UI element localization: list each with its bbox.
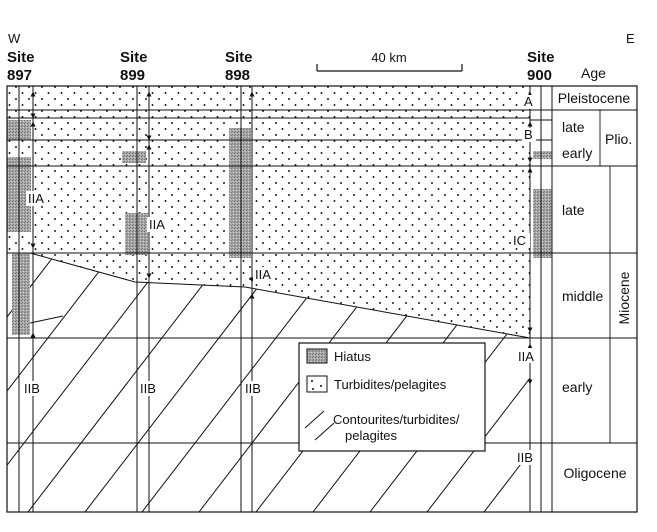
age-miocene-late: late (562, 202, 585, 218)
unit-IIA-site-899: IIA (149, 217, 165, 232)
legend-turbidites-swatch (306, 375, 328, 393)
east-label: E (626, 31, 635, 46)
west-label: W (8, 31, 21, 46)
site-899-number: 899 (120, 67, 145, 84)
hatch-line (141, 253, 383, 512)
hatch-line (369, 253, 530, 512)
unit-B-site-900: B (524, 127, 533, 142)
legend-contourites-swatch (304, 410, 335, 441)
scale-bar-label: 40 km (371, 50, 406, 65)
turbidites-pelagites-body (7, 86, 530, 338)
site-898-title: Site (225, 49, 253, 66)
unit-IIA-site-897: IIA (28, 191, 44, 206)
site-898-number: 898 (225, 67, 250, 84)
site-897-title: Site (7, 49, 35, 66)
age-pleistocene: Pleistocene (558, 90, 631, 106)
legend-box (298, 342, 486, 452)
unit-labels: IIA IIA IIA IIA IIB IIB IIB IIB A B IC (22, 94, 539, 465)
age-miocene-middle: middle (562, 288, 603, 304)
age-pliocene: Plio. (605, 131, 632, 147)
site-899-title: Site (120, 49, 148, 66)
unit-IIA-site-898: IIA (255, 267, 271, 282)
age-miocene-early: early (562, 379, 592, 395)
unit-IIB-site-900: IIB (517, 450, 533, 465)
unit-IC-site-900: IC (513, 233, 526, 248)
hatch-line (426, 253, 530, 512)
legend-hiatus-label: Hiatus (334, 349, 371, 364)
age-column: Pleistocene late early Plio. late middle… (558, 90, 632, 481)
hatch-line (7, 253, 212, 512)
age-oligocene: Oligocene (563, 465, 626, 481)
legend: Hiatus Turbidites/pelagites Contourites/… (298, 342, 486, 452)
site-897-secondary-line (29, 315, 64, 324)
facies-boundary (29, 252, 531, 339)
unit-IIA-site-900: IIA (518, 349, 534, 364)
unit-IIB-site-898: IIB (245, 381, 261, 396)
unit-IIB-site-897: IIB (24, 381, 40, 396)
legend-hiatus-swatch (306, 348, 328, 364)
age-column-header: Age (581, 65, 606, 81)
unit-IIB-site-899: IIB (140, 381, 156, 396)
hatch-line (27, 253, 269, 512)
site-897-number: 897 (7, 67, 32, 84)
site-900-number: 900 (527, 67, 552, 84)
scale-bar: 40 km (316, 50, 463, 72)
age-miocene: Miocene (616, 271, 632, 324)
site-900-title: Site (527, 49, 555, 66)
unit-A-site-900: A (524, 94, 533, 109)
age-pliocene-late: late (562, 119, 585, 135)
legend-contourites-label-1: Contourites/turbidites/ (333, 412, 460, 427)
age-pliocene-early: early (562, 145, 592, 161)
hatch-line (7, 253, 155, 512)
hatch-line (84, 253, 326, 512)
legend-turbidites-label: Turbidites/pelagites (334, 377, 447, 392)
legend-contourites-label-2: pelagites (345, 428, 398, 443)
